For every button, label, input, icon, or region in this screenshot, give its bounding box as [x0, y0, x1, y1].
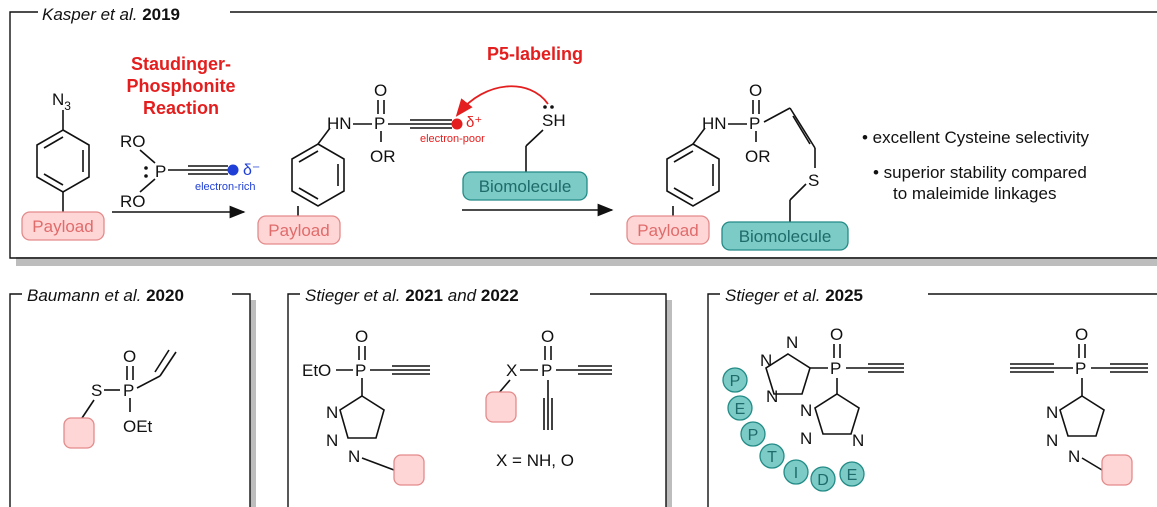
biomolecule-label-thiol: Biomolecule: [479, 177, 572, 196]
intermediate-hn: HN: [327, 114, 352, 133]
thiol-sh: SH: [542, 111, 566, 130]
svg-text:N: N: [760, 351, 772, 370]
svg-text:N: N: [766, 387, 778, 406]
peptide-residue-1: P: [730, 373, 741, 390]
svg-text:N: N: [800, 401, 812, 420]
stieger-2025-title: Stieger et al. 2025: [725, 286, 863, 305]
bullet-selectivity: • excellent Cysteine selectivity: [862, 128, 1090, 147]
stieger2025-payload-box: [1101, 454, 1133, 486]
product-or: OR: [745, 147, 771, 166]
stieger2025-p-left: P: [830, 359, 841, 378]
phosphonite-reagent: Staudinger- Phosphonite Reaction RO RO P…: [112, 54, 260, 219]
baumann-title: Baumann et al. 2020: [27, 286, 184, 305]
intermediate-p: P: [374, 114, 385, 133]
svg-text:N: N: [1046, 403, 1058, 422]
svg-text:N: N: [1068, 447, 1080, 466]
azide-n3: N3: [52, 90, 71, 113]
step1-label-3: Reaction: [143, 98, 219, 118]
bullet-stability-1: • superior stability compared: [873, 163, 1087, 182]
svg-text:O: O: [1075, 325, 1088, 344]
intermediate-o: O: [374, 81, 387, 100]
phosphonamidate-intermediate: HN P O OR δ⁺ electron-poor Payload: [257, 81, 485, 245]
stieger-p-left: P: [355, 361, 366, 380]
top-panel-title: Kasper et al. 2019: [42, 5, 180, 24]
baumann-oet: OEt: [123, 417, 153, 436]
product-o: O: [749, 81, 762, 100]
stieger-x-definition: X = NH, O: [496, 451, 574, 470]
peptide-residue-4: T: [767, 449, 777, 466]
panel-stieger-2021-2022: Stieger et al. 2021 and 2022 EtO P O N N…: [287, 286, 672, 507]
svg-text:N: N: [326, 431, 338, 450]
triazole-bottom-left: [814, 393, 860, 435]
stieger-payload-box-right: [485, 391, 517, 423]
stieger-eto: EtO: [302, 361, 331, 380]
product-hn: HN: [702, 114, 727, 133]
triazole-right: [1059, 395, 1105, 437]
triazole-top-left: [765, 353, 811, 395]
payload-label-product: Payload: [637, 221, 698, 240]
peptide-residue-7: E: [847, 467, 858, 484]
peptide-residue-3: P: [748, 427, 759, 444]
peptide-residue-2: E: [735, 401, 746, 418]
baumann-payload-box: [63, 417, 95, 449]
electron-rich-note: electron-rich: [195, 181, 256, 193]
step1-label-2: Phosphonite: [127, 76, 236, 96]
intermediate-or: OR: [370, 147, 396, 166]
product-s: S: [808, 171, 819, 190]
electron-rich-dot: [227, 164, 239, 176]
stieger-o-left: O: [355, 327, 368, 346]
top-panel-frame-left: [9, 11, 1157, 259]
electron-poor-note: electron-poor: [420, 133, 485, 145]
peptide-residue-5: I: [794, 465, 798, 482]
intermediate-benzene-ring: [291, 143, 345, 207]
biomolecule-label-product: Biomolecule: [739, 227, 832, 246]
baumann-s: S: [91, 381, 102, 400]
top-panel-bg: [11, 13, 1157, 257]
intermediate-charge: δ⁺: [466, 114, 482, 131]
conjugate-product: HN P O OR S Biomolecule Payload: [626, 81, 849, 251]
step2-label: P5-labeling: [487, 44, 583, 64]
payload-box-azide: [21, 211, 105, 241]
electron-poor-dot: [451, 118, 463, 130]
stieger-payload-box-left: [393, 454, 425, 486]
panel-baumann-2020: Baumann et al. 2020 S P O OEt: [9, 286, 256, 507]
reagent-charge: δ⁻: [243, 162, 260, 179]
reagent-ro-bottom: RO: [120, 192, 146, 211]
p5-labeling-step: P5-labeling SH Biomolecule: [455, 44, 614, 217]
product-p: P: [749, 114, 760, 133]
step1-label-1: Staudinger-: [131, 54, 231, 74]
svg-text:N: N: [800, 429, 812, 448]
svg-text:N: N: [852, 431, 864, 450]
stieger-triazole-left: [339, 395, 385, 439]
stieger-x: X: [506, 361, 517, 380]
svg-text:N: N: [326, 403, 338, 422]
payload-label-azide: Payload: [32, 217, 93, 236]
reagent-ro-top: RO: [120, 132, 146, 151]
reagent-p: P: [155, 162, 166, 181]
svg-text:N: N: [786, 333, 798, 352]
payload-box-intermediate: [257, 215, 341, 245]
red-curved-arrow: [455, 85, 549, 117]
top-panel: Kasper et al. 2019 N3 Payload Staudinger…: [9, 5, 1157, 266]
payload-label-intermediate: Payload: [268, 221, 329, 240]
aryl-azide: N3 Payload: [21, 90, 105, 241]
svg-text:N: N: [348, 447, 360, 466]
stieger-2021-title: Stieger et al. 2021 and 2022: [305, 286, 519, 305]
stieger-o-right: O: [541, 327, 554, 346]
peptide-chain: P E P T I D E: [722, 367, 865, 492]
panel-stieger-2025: Stieger et al. 2025 N N N P O N N N P E …: [707, 286, 1157, 507]
baumann-o: O: [123, 347, 136, 366]
bullet-stability-2: to maleimide linkages: [893, 184, 1056, 203]
baumann-p: P: [123, 381, 134, 400]
svg-text:O: O: [830, 325, 843, 344]
stieger-p-right: P: [541, 361, 552, 380]
payload-box-product: [626, 215, 710, 245]
product-benzene-ring: [666, 143, 720, 207]
svg-text:N: N: [1046, 431, 1058, 450]
biomolecule-box-product: [721, 221, 849, 251]
peptide-residue-6: D: [817, 472, 829, 489]
biomolecule-box-thiol: [462, 171, 588, 201]
stieger2025-p-right: P: [1075, 359, 1086, 378]
